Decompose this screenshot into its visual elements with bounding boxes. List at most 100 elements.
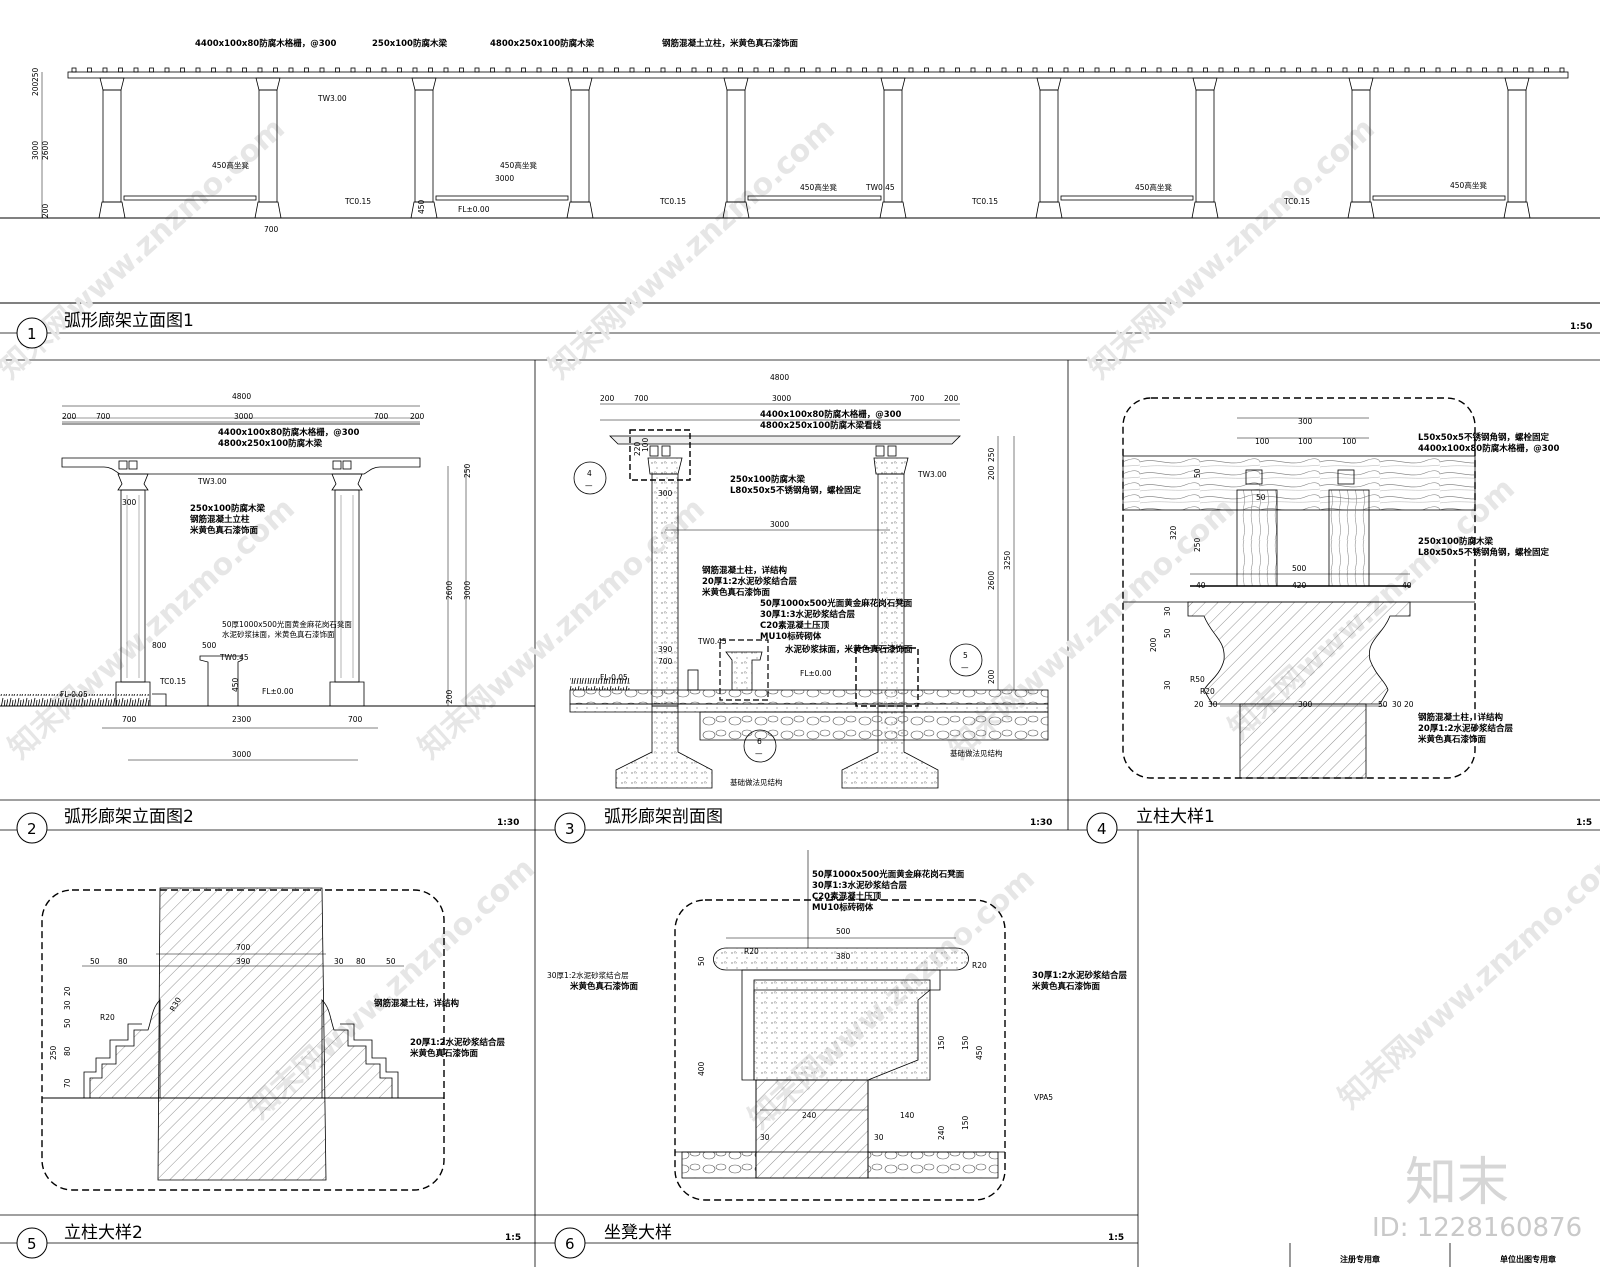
note-text: 250x100防腐木梁 [730,474,805,485]
note-text: 30厚1:2水泥砂浆结合层 [547,970,629,980]
dim-text: 250 [31,67,40,82]
dim-text: 500 [836,927,851,936]
dim-text: R50 [1190,675,1205,684]
note-text: 30厚1:2水泥砂浆结合层 [1032,970,1128,981]
dim-text: 700 [910,394,925,403]
grille-slat [1389,67,1394,73]
dim-text: 150 [937,1035,946,1050]
note-text: 基础做法见结构 [730,777,783,787]
dim-text: 150 [961,1035,970,1050]
column-detail-1-labels: 300 100 100 100 50 50 250 320 500 40 420… [1149,417,1560,745]
column [1503,77,1531,219]
grille-slat [1544,67,1549,73]
grille-slat [1451,67,1456,73]
grille-slat [1296,67,1301,73]
column [98,77,126,219]
grille-slat [614,67,619,73]
brand-watermark: 知末 [1405,1153,1509,1213]
vpa-label: VPA5 [1034,1093,1053,1102]
panel-title: 弧形廊架立面图2 [64,807,194,827]
dim-text: 100 [1255,437,1270,446]
grille-slat [397,67,402,73]
grille-slat [1528,67,1534,73]
column [1347,77,1375,219]
grille-slat [521,67,526,73]
dim-text: 2600 [445,581,454,600]
dim-text: 70 [63,1078,72,1088]
panel-number: 6 [565,1235,575,1253]
level-fl000: FL±0.00 [458,205,490,214]
column [879,77,907,219]
dim-text: R20 [100,1013,115,1022]
note-main-beam: 4800x250x100防腐木梁 [490,38,595,49]
grille-slat [118,67,123,73]
dim-text: 30 [334,957,344,966]
grille-slat [1559,67,1565,73]
grille-slat [924,67,929,73]
section-drawing [569,403,1049,789]
dim-text: 50 [1378,700,1388,709]
grille-slat [71,67,77,73]
dim-text: 700 [264,225,279,234]
grille-slat [908,67,914,73]
grille-slat [1497,67,1503,73]
dim-text: 40 [1196,581,1206,590]
grille-slat [1187,67,1193,73]
level-tc015: TC0.15 [659,197,686,206]
dim-text: 200 [600,394,615,403]
level-text: TC0.15 [159,677,186,686]
elevation-2 [0,405,535,761]
panel-title: 弧形廊架剖面图 [604,807,723,827]
note-text: MU10标砖砌体 [760,631,822,642]
panel-title: 坐凳大样 [604,1223,672,1243]
dim-text: 50 [1193,468,1202,478]
grille-slat [1373,67,1379,73]
dim-text: 450 [417,199,426,214]
dim-text: 700 [122,715,137,724]
dim-text: 220 [633,441,642,456]
dim-text: 250 [463,463,472,478]
dim-text: 100 [641,437,650,452]
dim-text: 400 [697,1061,706,1076]
dim-text: 3000 [770,520,789,529]
grille-slat [1032,67,1038,73]
callout-sheet: — [961,663,969,672]
grille-slat [676,67,681,73]
grille-slat [598,67,604,73]
grille-slat [1311,67,1317,73]
grille-slat [1172,67,1177,73]
dim-text: 700 [634,394,649,403]
panel-number: 4 [1097,820,1107,838]
note-text: 250x100防腐木梁 [1418,536,1493,547]
dim-text: 200 [987,465,996,480]
dim-text: 2600 [987,571,996,590]
dim-text: R20 [1200,687,1215,696]
dim-text: 50 [697,956,706,966]
callout-number: 5 [963,651,968,660]
dim-text: 200 [410,412,425,421]
panel-title-3: 3 弧形廊架剖面图 1:30 [554,807,1052,844]
grille-slat [800,67,805,73]
grille-slat [366,67,371,73]
grille-slat [1218,67,1224,73]
dim-text: 100 [1342,437,1357,446]
grille-slat [257,67,263,73]
panel-title-2: 2 弧形廊架立面图2 1:30 [16,807,519,844]
dim-text: 3000 [234,412,253,421]
dim-text: 700 [374,412,389,421]
grille-slat [226,67,232,73]
note-text: 30厚1:3水泥砂浆结合层 [760,609,856,620]
dim-text: 50 [386,957,396,966]
dim-text: 320 [1169,525,1178,540]
grille-slat [1249,67,1255,73]
dim-text: 300 [658,489,673,498]
column [410,77,438,219]
bench-label: 450高坐凳 [1450,180,1487,190]
dim-text: 700 [236,943,251,952]
grille-slat [490,67,495,73]
grille-slat [877,67,883,73]
note-text: MU10标砖砌体 [812,902,874,913]
dim-text: 80 [63,1046,72,1056]
dim-text: 50 [63,1018,72,1028]
grille-slat [955,67,960,73]
